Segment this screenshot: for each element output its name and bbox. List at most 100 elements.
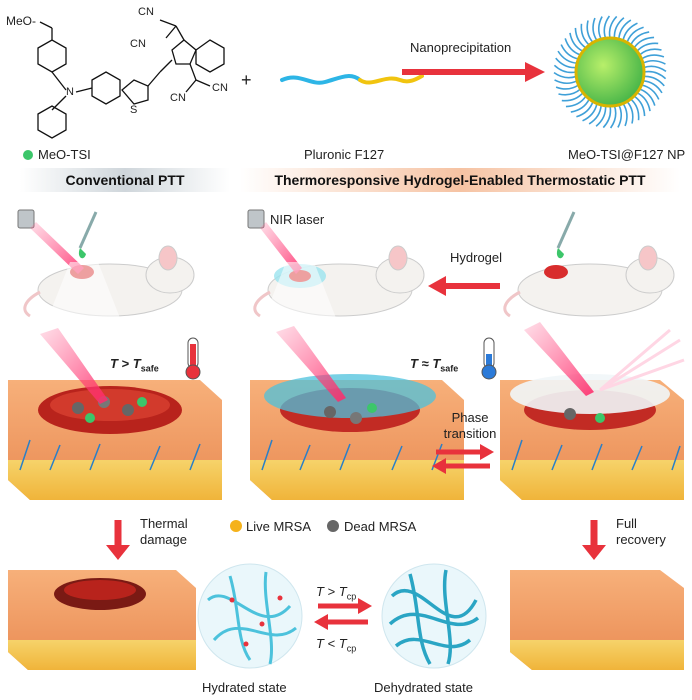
polymer-chain xyxy=(576,101,594,118)
polymer-chain xyxy=(565,95,587,108)
polymer-chain xyxy=(574,27,587,49)
polymer-chain xyxy=(613,17,625,39)
polymer-chain xyxy=(640,54,665,60)
polymer-chain xyxy=(629,31,650,46)
nanoparticle-icon xyxy=(553,15,667,129)
thermometer-icon xyxy=(185,337,201,380)
hydrated-label: Hydrated state xyxy=(202,680,287,695)
polymer-chain xyxy=(588,104,602,125)
live-mrsa-icon xyxy=(230,520,242,532)
phase-label-2: transition xyxy=(443,426,497,441)
polymer-chain xyxy=(595,105,607,127)
polymer-chain xyxy=(558,88,582,96)
polymer-chain xyxy=(597,16,603,40)
polymer-chain xyxy=(570,98,591,113)
polymer-chain xyxy=(603,15,611,39)
polymer-chain xyxy=(553,64,577,74)
phase-label-1: Phase xyxy=(451,410,489,425)
hydrogel-arrow xyxy=(428,276,446,296)
polymer-blue-segment xyxy=(280,74,362,85)
polymer-chain xyxy=(636,42,659,52)
thermometer-icon xyxy=(481,337,497,380)
live-mrsa-legend: Live MRSA xyxy=(246,519,312,534)
polymer-chain xyxy=(617,104,623,128)
polymer-chain xyxy=(642,80,663,94)
dehydrated-label: Dehydrated state xyxy=(374,680,474,695)
polymer-chain xyxy=(626,26,644,43)
cn-label-2: CN xyxy=(130,38,146,50)
nir-laser-label: NIR laser xyxy=(270,212,325,227)
polymer-chain xyxy=(586,20,594,44)
nanoparticle-label: MeO-TSI@F127 NP xyxy=(568,147,686,162)
banner-right-bg xyxy=(240,168,680,192)
recovery-label-2: recovery xyxy=(616,532,666,547)
polymer-chain xyxy=(642,59,666,65)
dehydrated-network xyxy=(381,563,487,669)
polymer-chain xyxy=(639,88,656,106)
polymer-chain xyxy=(555,84,580,90)
hydrated-network xyxy=(197,563,303,669)
plus-sign: + xyxy=(241,70,252,90)
hydrogel-label: Hydrogel xyxy=(450,250,503,265)
polymer-chain xyxy=(622,102,628,127)
tissue-middle xyxy=(250,326,464,500)
polymer-chain xyxy=(633,36,655,49)
polymer-chain xyxy=(633,95,646,117)
n-atom-label: N xyxy=(66,86,74,98)
polymer-chain xyxy=(553,71,577,79)
tissue-bottom-right xyxy=(510,570,684,670)
polymer-chain xyxy=(557,50,578,64)
banner-left-bg xyxy=(20,168,230,192)
thermal-label-2: damage xyxy=(140,532,187,547)
polymer-chain xyxy=(643,65,667,73)
s-atom-label: S xyxy=(130,104,138,116)
polymer-chain xyxy=(561,92,584,102)
tcp-below-label: T < Tcp xyxy=(316,636,357,654)
process-label: Nanoprecipitation xyxy=(410,40,512,55)
polymer-chain xyxy=(608,15,618,39)
temp-high-label: T > Tsafe xyxy=(110,356,159,374)
polymer-chain xyxy=(555,57,577,69)
molecule-structure xyxy=(37,19,225,139)
syringe-icon xyxy=(78,211,98,259)
recovery-label-1: Full xyxy=(616,516,637,531)
banner-conventional: Conventional PTT xyxy=(65,172,185,188)
polymer-chain xyxy=(609,105,617,129)
laser-head-icon xyxy=(17,209,120,318)
thermal-down-arrow xyxy=(106,545,130,560)
polymer-chain xyxy=(564,38,581,56)
polymer-yellow-segment xyxy=(358,74,424,85)
polymer-chain xyxy=(569,32,584,53)
polymer-chain xyxy=(626,100,634,124)
polymer-chain xyxy=(602,105,612,129)
polymer-chain xyxy=(592,17,598,42)
tissue-bottom-left xyxy=(8,570,196,670)
syringe-icon xyxy=(556,211,576,259)
polymer-chain xyxy=(582,103,598,122)
polymer-chain xyxy=(643,70,667,80)
mouse-right xyxy=(503,245,675,318)
dead-mrsa-icon xyxy=(327,520,339,532)
polymer-chain xyxy=(636,91,651,112)
laser-head-icon xyxy=(247,209,336,318)
polymer-chain xyxy=(622,22,638,41)
polymer-chain xyxy=(630,98,640,121)
banner-thermostatic: Thermoresponsive Hydrogel-Enabled Thermo… xyxy=(274,172,646,188)
thermal-label-1: Thermal xyxy=(140,516,188,531)
polymer-chain xyxy=(641,84,660,100)
cn-label-3: CN xyxy=(170,92,186,104)
methoxy-label: MeO- xyxy=(6,14,36,28)
polymer-chain xyxy=(554,79,578,85)
recovery-down-arrow xyxy=(582,545,606,560)
molecule-label: MeO-TSI xyxy=(38,147,91,162)
tcp-above-label: T > Tcp xyxy=(316,584,357,602)
cn-label-4: CN xyxy=(212,82,228,94)
polymer-chain xyxy=(618,19,632,40)
polymer-chain xyxy=(643,75,665,87)
dead-mrsa-legend: Dead MRSA xyxy=(344,519,417,534)
cn-label-1: CN xyxy=(138,6,154,18)
temp-eq-label: T ≈ Tsafe xyxy=(410,356,459,374)
polymer-chain xyxy=(638,48,662,56)
tissue-right xyxy=(500,322,685,500)
